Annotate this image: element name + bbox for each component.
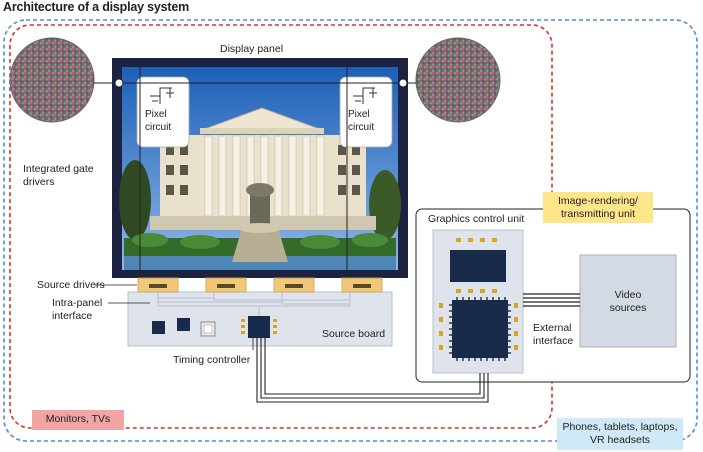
board-component-1 [152, 321, 165, 334]
video-sources-box [579, 254, 677, 348]
phones-tablets-tag [557, 418, 683, 450]
tcon-graphics-cable [256, 338, 489, 403]
image-rendering-unit-tag [543, 192, 653, 223]
intra-panel-interface-lines [157, 292, 351, 316]
micro-connector-left [114, 78, 124, 88]
monitors-tvs-tag [32, 410, 124, 430]
gpu-processor-chip [439, 297, 518, 361]
external-interface-label: External interface [533, 322, 574, 347]
external-interface-lines [523, 293, 580, 307]
source-board-label: Source board [322, 328, 386, 340]
pixel-circuit-label-right: Pixel circuit [348, 109, 375, 133]
image-rendering-unit-label: Image-rendering/ transmitting unit [558, 195, 638, 220]
gpu-memory-chip [450, 238, 506, 293]
timing-controller-label: Timing controller [173, 354, 251, 366]
pixel-circuit-label-left: Pixel circuit [145, 109, 172, 133]
video-sources-label: Video sources [609, 289, 647, 314]
micro-view-right [415, 37, 501, 123]
panel-scan-lines [94, 63, 416, 283]
micro-view-left [9, 37, 95, 123]
source-driver-ics [137, 277, 383, 293]
diagram-title: Architecture of a display system [3, 0, 190, 14]
pixel-circuit-right [339, 76, 393, 148]
board-component-2 [177, 318, 190, 331]
display-panel-label: Display panel [220, 43, 284, 55]
consumer-devices-region [3, 19, 698, 442]
micro-connector-right [398, 78, 408, 88]
intra-panel-interface-label: Intra-panel interface [52, 297, 103, 322]
timing-controller-chip [241, 316, 277, 338]
source-drivers-label: Source drivers [37, 279, 105, 291]
integrated-gate-drivers-label: Integrated gate drivers [23, 163, 94, 188]
monitors-tvs-label: Monitors, TVs [45, 413, 111, 425]
phones-tablets-label: Phones, tablets, laptops, VR headsets [562, 421, 678, 446]
graphics-control-unit-label: Graphics control unit [428, 213, 525, 225]
pixel-circuit-left [136, 76, 190, 148]
